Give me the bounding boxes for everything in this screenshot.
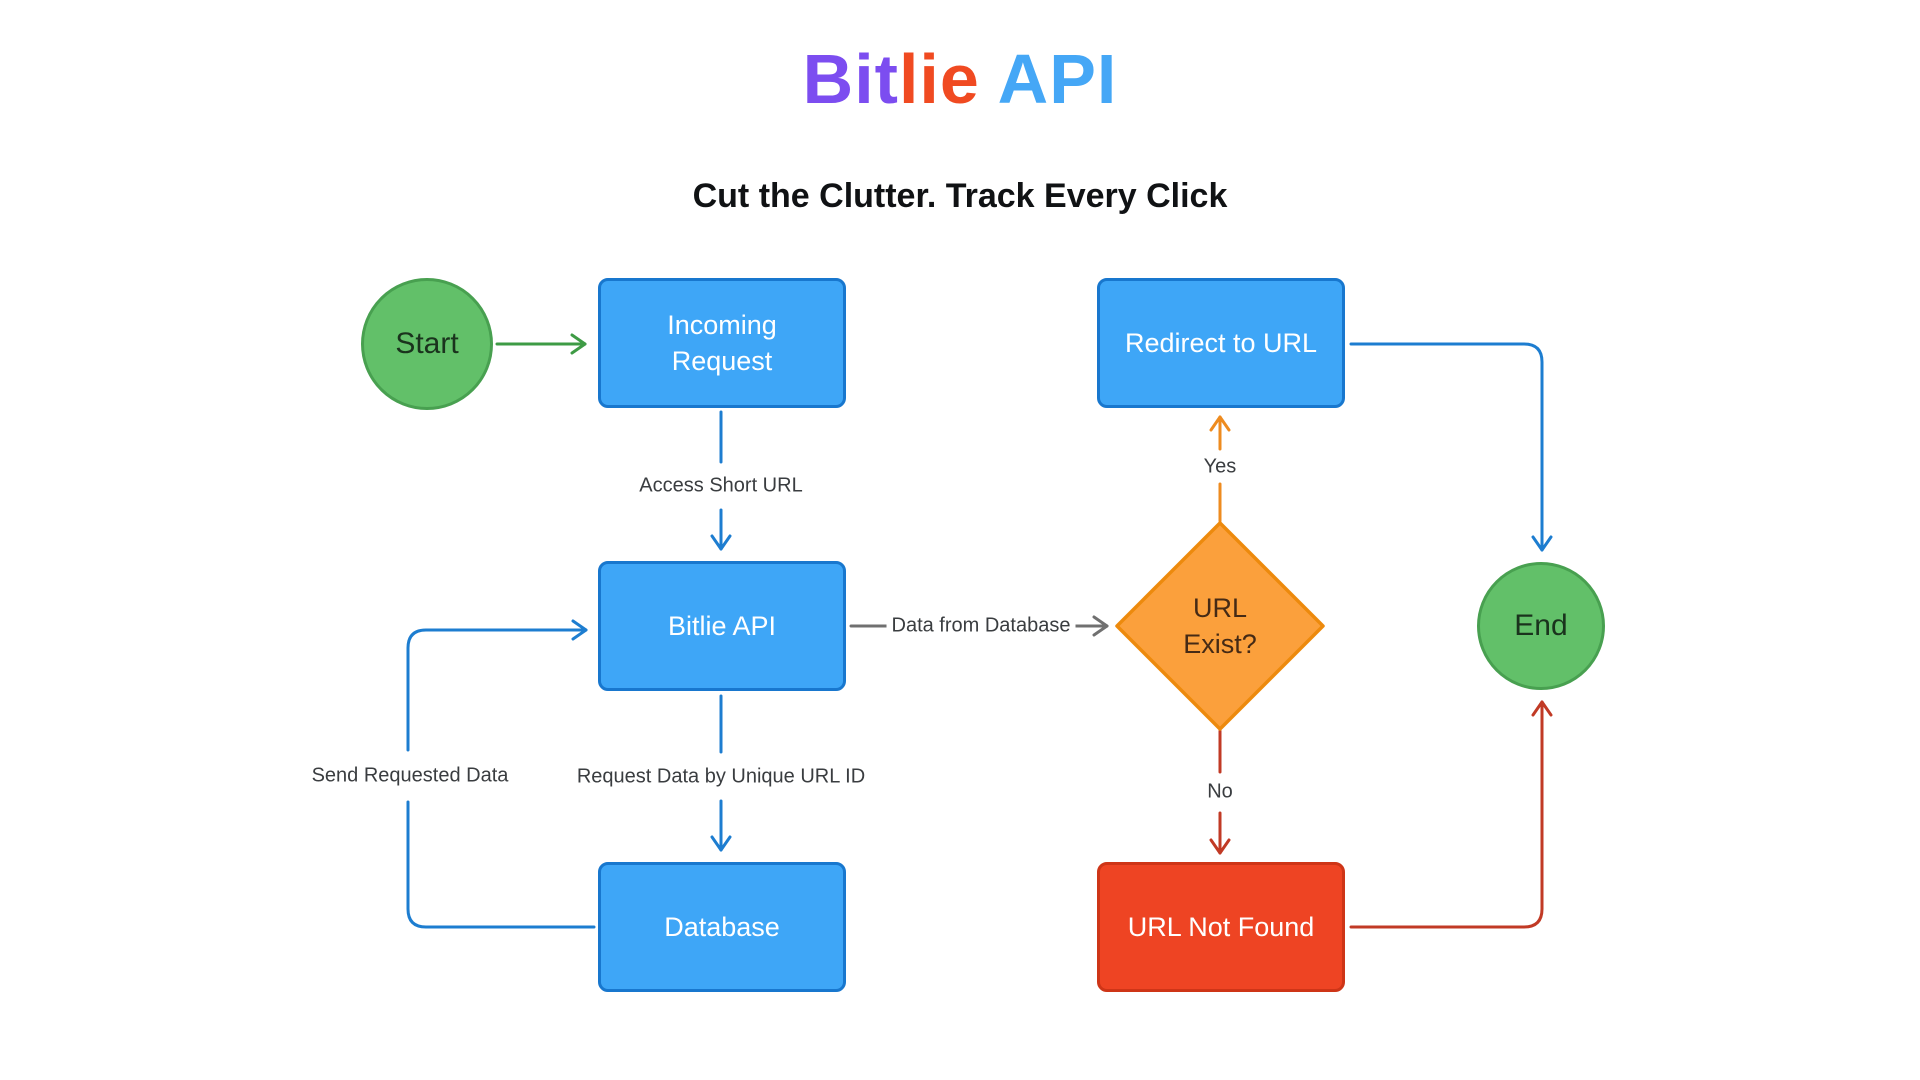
edge-redirect-to-end	[1349, 342, 1553, 552]
edge-database-to-api-part1	[406, 800, 596, 929]
edge-label-no: No	[1202, 780, 1238, 804]
edge-label-request-data: Request Data by Unique URL ID	[571, 765, 871, 789]
url-not-found-label: URL Not Found	[1127, 911, 1315, 942]
edge-database-to-api-part2	[406, 619, 588, 752]
page-subtitle: Cut the Clutter. Track Every Click	[692, 177, 1228, 215]
incoming-request-node: Incoming Request	[598, 278, 846, 408]
page-title: Bitlie API	[0, 44, 1920, 114]
title-part-api: API	[979, 40, 1118, 118]
url-exist-node-label: URL Exist?	[1183, 592, 1257, 659]
url-exist-diamond	[1115, 521, 1325, 731]
url-not-found-node: URL Not Found	[1097, 862, 1345, 992]
edge-notfound-to-end	[1349, 700, 1553, 929]
edge-label-yes: Yes	[1198, 455, 1242, 479]
database-node: Database	[598, 862, 846, 992]
end-node: End	[1477, 562, 1605, 690]
database-label: Database	[664, 911, 780, 942]
edge-label-access-short-url: Access Short URL	[634, 474, 808, 498]
title-part-lie: lie	[898, 40, 980, 118]
bitlie-api-node: Bitlie API	[598, 561, 846, 691]
redirect-to-url-node: Redirect to URL	[1097, 278, 1345, 408]
edge-label-send-requested-data: Send Requested Data	[306, 764, 514, 788]
redirect-to-url-label: Redirect to URL	[1124, 327, 1318, 358]
start-node: Start	[361, 278, 493, 410]
incoming-request-label: Incoming Request	[667, 309, 777, 376]
bitlie-api-label: Bitlie API	[667, 610, 777, 641]
edge-label-data-from-database: Data from Database	[886, 614, 1076, 638]
end-node-label: End	[1514, 609, 1568, 642]
title-part-bit: Bit	[802, 40, 899, 118]
start-node-label: Start	[395, 327, 459, 360]
